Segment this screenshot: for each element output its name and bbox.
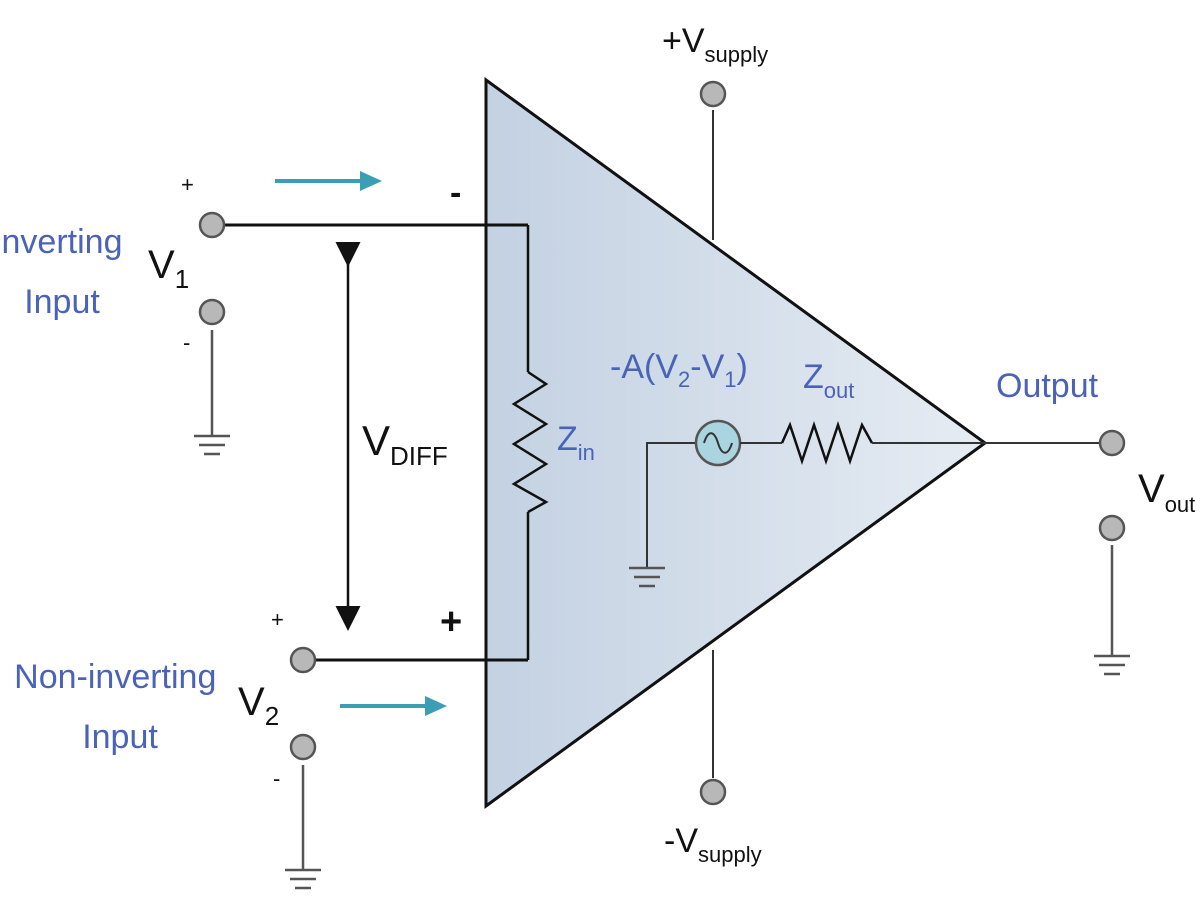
ground-icon — [629, 566, 665, 588]
v2-plus-terminal-icon — [289, 646, 317, 674]
non-inverting-input-label: Non-inverting Input — [14, 658, 226, 756]
vout-plus-terminal-icon — [1098, 429, 1126, 457]
gain-expression: -A(V2-V1) — [610, 348, 748, 392]
source-ground-wire — [646, 442, 696, 568]
vsupply-pos-label: +Vsupply — [662, 22, 768, 67]
vsupply-neg-terminal-icon — [699, 778, 727, 806]
v1-plus-sign: + — [181, 172, 194, 197]
ground-icon — [285, 765, 321, 890]
vdiff-label: VDIFF — [362, 417, 448, 471]
non-inverting-sign: + — [440, 601, 462, 643]
vsupply-neg-label: -Vsupply — [664, 822, 762, 867]
v1-label: V1 — [148, 243, 189, 294]
arrow-icon — [340, 696, 447, 716]
inverting-input-label: Inverting Input — [0, 223, 132, 321]
output-label: Output — [996, 367, 1099, 405]
vout-minus-terminal-icon — [1098, 514, 1126, 542]
vsupply-pos-terminal-icon — [699, 80, 727, 108]
v1-plus-terminal-icon — [198, 211, 226, 239]
vout-label: Vout — [1138, 467, 1195, 517]
zout-resistor-icon — [780, 421, 874, 465]
arrow-icon — [275, 171, 382, 191]
zin-resistor-icon — [511, 370, 549, 514]
v1-minus-sign: - — [183, 330, 190, 355]
v2-minus-sign: - — [273, 766, 280, 791]
ac-wave — [703, 432, 733, 454]
v2-plus-sign: + — [271, 607, 284, 632]
v2-minus-terminal-icon — [289, 733, 317, 761]
inverting-sign: - — [450, 174, 461, 212]
zout-label: Zout — [803, 358, 854, 403]
zin-label: Zin — [557, 420, 595, 465]
ground-icon — [194, 330, 230, 456]
v2-label: V2 — [238, 680, 279, 731]
ground-icon — [1094, 545, 1130, 676]
v1-minus-terminal-icon — [198, 298, 226, 326]
